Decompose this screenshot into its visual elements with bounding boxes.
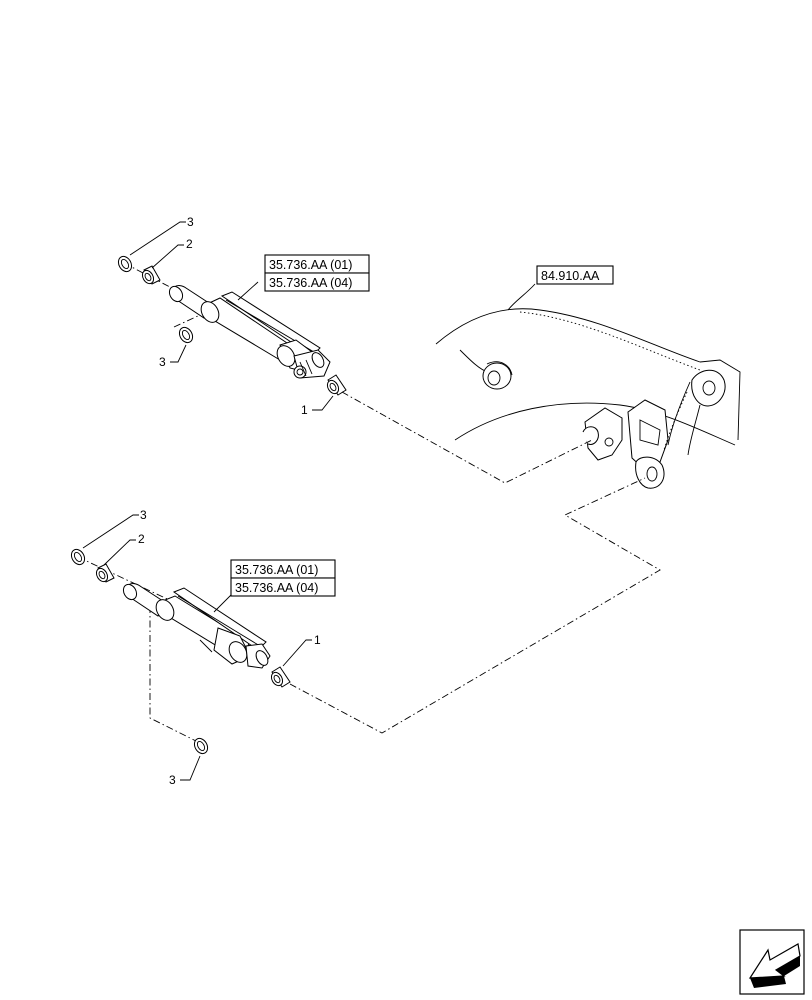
lower-bushing-2 xyxy=(95,563,115,583)
callout-lower-bushing-end: 1 xyxy=(314,633,321,647)
lower-ref-line-2: 35.736.AA (04) xyxy=(235,581,318,595)
upper-o-ring-top xyxy=(117,255,133,273)
callout-lower-ring-top: 3 xyxy=(140,508,147,522)
boom-top-clevis xyxy=(691,369,726,407)
callout-lower-ring-bottom: 3 xyxy=(169,773,176,787)
upper-bushing-2 xyxy=(141,265,161,285)
callout-upper-ring-top: 3 xyxy=(187,215,194,229)
upper-hydraulic-cylinder xyxy=(168,285,331,379)
lower-bushing-1 xyxy=(270,666,291,688)
upper-cylinder-reference[interactable]: 35.736.AA (01) 35.736.AA (04) xyxy=(264,254,370,292)
lower-o-ring-bottom xyxy=(193,737,209,755)
boom-structure xyxy=(435,308,741,489)
callout-numbers: 3 2 3 1 3 2 1 3 xyxy=(138,215,321,787)
upper-bushing-1 xyxy=(326,374,347,396)
upper-ref-line-1: 35.736.AA (01) xyxy=(269,258,352,272)
lower-o-ring-top xyxy=(70,548,86,566)
boom-ref-text: 84.910.AA xyxy=(541,269,600,283)
boom-mount-bracket xyxy=(584,407,623,461)
lower-cylinder-reference[interactable]: 35.736.AA (01) 35.736.AA (04) xyxy=(230,559,336,597)
leader-lines xyxy=(82,221,536,781)
lower-hydraulic-cylinder xyxy=(122,583,271,669)
boom-pin-boss xyxy=(482,362,512,390)
lower-ref-line-1: 35.736.AA (01) xyxy=(235,563,318,577)
lower-cylinder-assembly xyxy=(70,548,291,755)
callout-lower-bushing-top: 2 xyxy=(138,532,145,546)
upper-cylinder-assembly xyxy=(117,255,347,396)
boom-reference[interactable]: 84.910.AA xyxy=(536,265,614,285)
back-arrow-icon[interactable] xyxy=(739,929,805,995)
callout-upper-bushing-top: 2 xyxy=(186,237,193,251)
assembly-paths xyxy=(289,391,661,734)
callout-upper-bushing-end: 1 xyxy=(301,403,308,417)
upper-o-ring-bottom xyxy=(178,326,194,344)
callout-upper-ring-bottom: 3 xyxy=(159,355,166,369)
upper-ref-line-2: 35.736.AA (04) xyxy=(269,276,352,290)
